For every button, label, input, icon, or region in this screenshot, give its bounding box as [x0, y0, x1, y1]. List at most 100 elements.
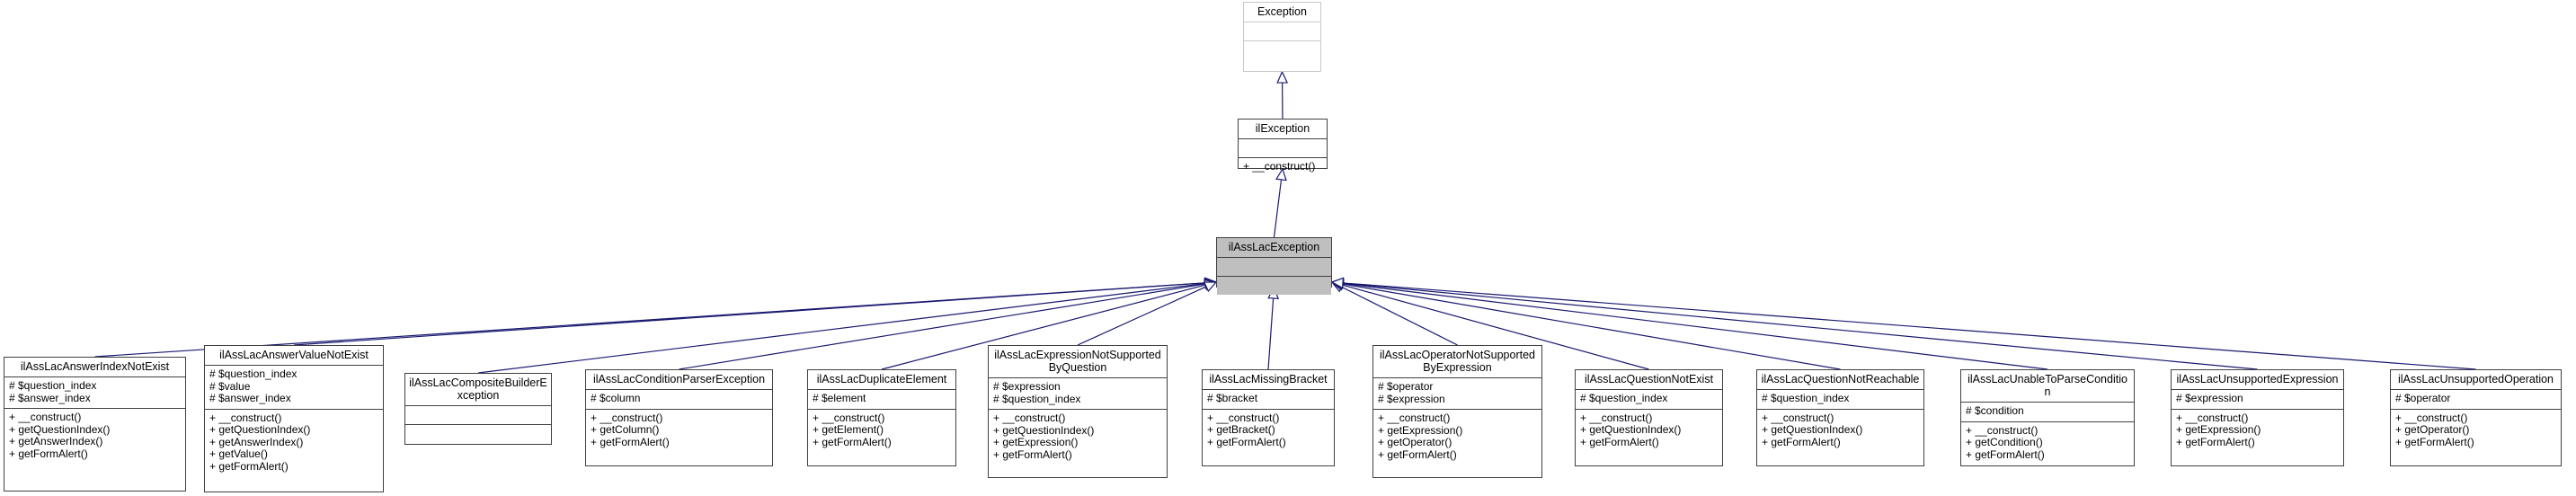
class-operation: + getAnswerIndex(): [9, 435, 103, 447]
class-operation: + getFormAlert(): [2176, 435, 2255, 448]
class-node-operations: [1217, 277, 1331, 295]
class-operation: + __construct(): [2176, 411, 2249, 424]
class-node-operations: [1244, 41, 1320, 59]
class-operation: + getAnswerIndex(): [209, 435, 304, 448]
class-operation: + __construct(): [1243, 160, 1316, 173]
class-node-ilAssLacUnsupportedExpression[interactable]: ilAssLacUnsupportedExpression # $expressi…: [2171, 369, 2344, 466]
class-node-attributes: # $operator# $expression: [1373, 378, 1541, 410]
empty-compartment: [1248, 44, 1316, 56]
empty-compartment: [410, 428, 546, 439]
generalization-edge: [1273, 179, 1283, 238]
class-operation: + getCondition(): [1966, 436, 2043, 448]
class-node-attributes: # $expression: [2172, 390, 2343, 410]
class-operation: + getFormAlert(): [1378, 447, 1457, 461]
class-node-title: ilAssLacQuestionNotReachable: [1757, 370, 1923, 390]
class-operation: + getExpression(): [993, 436, 1079, 448]
class-operation: + __construct(): [1762, 411, 1834, 424]
class-operation: + getBracket(): [1207, 423, 1275, 436]
class-attribute: # $element: [813, 392, 866, 404]
class-operation: + __construct(): [9, 411, 82, 423]
class-node-title: ilAssLacAnswerValueNotExist: [205, 346, 383, 366]
class-node-operations: + __construct()+ getQuestionIndex()+ get…: [4, 409, 185, 464]
class-operation: + __construct(): [993, 412, 1066, 424]
class-attribute: # $question_index: [993, 392, 1081, 405]
class-node-ilAssLacCompositeBuilderException[interactable]: ilAssLacCompositeBuilderException: [404, 373, 552, 445]
class-operation: + getFormAlert(): [1580, 435, 1659, 448]
class-node-title: ilAssLacUnsupportedExpression: [2172, 370, 2343, 390]
class-operation: + getFormAlert(): [1966, 447, 2045, 461]
class-operation: + getFormAlert(): [1762, 435, 1841, 448]
class-operation: + getElement(): [813, 423, 884, 436]
class-operation: + getColumn(): [591, 423, 660, 436]
class-attribute: # $bracket: [1207, 392, 1258, 404]
class-attribute: # $operator: [1378, 380, 1434, 393]
class-node-ilAssLacAnswerValueNotExist[interactable]: ilAssLacAnswerValueNotExist# $question_i…: [204, 345, 384, 492]
class-operation: + getQuestionIndex(): [1762, 423, 1863, 436]
class-node-operations: + __construct()+ getCondition()+ getForm…: [1961, 422, 2134, 465]
class-node-operations: + __construct()+ getExpression()+ getFor…: [2172, 410, 2343, 453]
class-node-title: ilAssLacUnableToParseCondition: [1961, 370, 2134, 403]
class-operation: + __construct(): [591, 411, 663, 424]
class-attribute: # $expression: [993, 380, 1061, 393]
class-node-operations: + __construct(): [1239, 158, 1327, 177]
generalization-arrowhead: [1204, 278, 1218, 290]
class-node-title: Exception: [1244, 3, 1320, 22]
class-node-operations: + __construct()+ getElement()+ getFormAl…: [808, 410, 955, 453]
class-node-ilAssLacException[interactable]: ilAssLacException: [1216, 237, 1332, 295]
generalization-arrowhead: [1330, 278, 1345, 289]
class-attribute: # $answer_index: [209, 392, 291, 404]
generalization-edge: [293, 282, 1206, 346]
class-node-attributes: # $bracket: [1203, 390, 1334, 410]
class-node-ilAssLacUnableToParseCondition[interactable]: ilAssLacUnableToParseCondition# $conditi…: [1960, 369, 2135, 466]
class-node-ilAssLacConditionParserException[interactable]: ilAssLacConditionParserException# $colum…: [585, 369, 773, 466]
generalization-arrowhead: [1330, 277, 1345, 289]
class-operation: + getFormAlert(): [813, 435, 892, 448]
class-node-operations: + __construct()+ getQuestionIndex()+ get…: [1576, 410, 1722, 453]
class-node-ilAssLacUnsupportedOperation[interactable]: ilAssLacUnsupportedOperation# $operator+…: [2390, 369, 2562, 466]
class-node-ilAssLacDuplicateElement[interactable]: ilAssLacDuplicateElement # $element + __co…: [807, 369, 956, 466]
empty-compartment: [410, 409, 546, 421]
class-node-attributes: # $expression# $question_index: [989, 378, 1167, 410]
class-node-title: ilException: [1239, 120, 1327, 139]
class-node-ilException[interactable]: ilException + __construct(): [1238, 119, 1328, 173]
generalization-edge: [1341, 286, 1458, 346]
class-node-title: ilAssLacUnsupportedOperation: [2391, 370, 2561, 390]
class-node-attributes: [405, 406, 551, 425]
class-attribute: # $question_index: [1762, 392, 1850, 404]
class-attribute: # $column: [591, 392, 641, 404]
class-operation: + getOperator(): [1378, 436, 1452, 448]
class-attribute: # $expression: [2176, 392, 2243, 404]
class-node-ilAssLacQuestionNotReachable[interactable]: ilAssLacQuestionNotReachable # $question_…: [1756, 369, 1924, 466]
generalization-arrowhead: [1204, 279, 1218, 291]
empty-compartment: [1221, 261, 1327, 272]
class-node-attributes: [1217, 258, 1331, 277]
class-node-ilAssLacMissingBracket[interactable]: ilAssLacMissingBracket# $bracket+ __cons…: [1202, 369, 1335, 466]
class-operation: + getExpression(): [2176, 423, 2261, 436]
class-node-attributes: # $question_index: [1757, 390, 1923, 410]
class-attribute: # $question_index: [9, 379, 97, 392]
class-node-ilAssLacQuestionNotExist[interactable]: ilAssLacQuestionNotExist# $question_inde…: [1575, 369, 1723, 466]
generalization-arrowhead: [1330, 278, 1345, 290]
class-node-attributes: # $condition: [1961, 403, 2134, 422]
class-operation: + getFormAlert(): [209, 459, 289, 473]
class-node-ilAssLacAnswerIndexNotExist[interactable]: ilAssLacAnswerIndexNotExist # $question_i…: [4, 357, 186, 492]
class-attribute: # $value: [209, 379, 251, 393]
class-node-title-line: ilAssLacOperatorNotSupported: [1379, 349, 1535, 361]
class-node-title-line: ilAssLacExpressionNotSupported: [994, 349, 1161, 361]
class-node-attributes: # $question_index: [1576, 390, 1722, 410]
class-node-title: ilAssLacDuplicateElement: [808, 370, 955, 390]
class-node-operations: + __construct()+ getColumn()+ getFormAle…: [586, 410, 772, 453]
generalization-arrowhead: [1276, 70, 1289, 84]
class-operation: + getQuestionIndex(): [209, 423, 311, 436]
class-operation: + getQuestionIndex(): [1580, 423, 1682, 436]
class-operation: + __construct(): [2395, 411, 2468, 424]
class-node-title: ilAssLacAnswerIndexNotExist: [4, 358, 185, 377]
class-node-title-line: ByQuestion: [1048, 361, 1107, 374]
class-operation: + getFormAlert(): [993, 447, 1072, 461]
class-node-exception[interactable]: Exception: [1243, 2, 1321, 72]
generalization-arrowhead: [1204, 277, 1218, 289]
